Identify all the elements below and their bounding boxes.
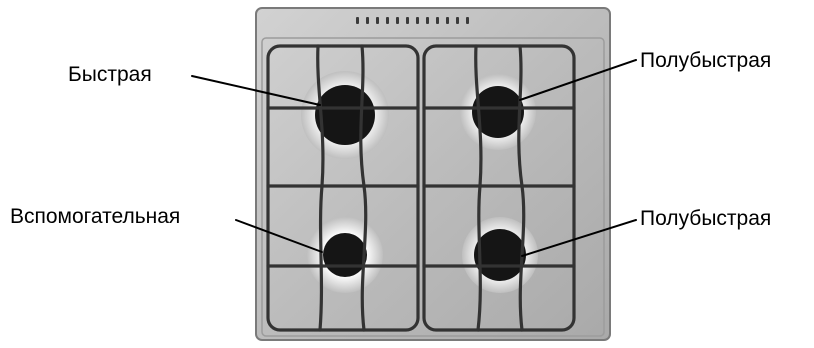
label-auxiliary-burner: Вспомогательная	[10, 206, 180, 227]
burner-auxiliary	[307, 217, 383, 293]
hob-panel	[256, 8, 610, 340]
burner-rapid	[301, 71, 389, 159]
label-rapid-burner: Быстрая	[68, 64, 152, 85]
label-semi-rapid-burner-top: Полубыстрая	[640, 50, 771, 71]
label-semi-rapid-burner-bottom: Полубыстрая	[640, 208, 771, 229]
burner-semi-rapid-top	[460, 74, 536, 150]
